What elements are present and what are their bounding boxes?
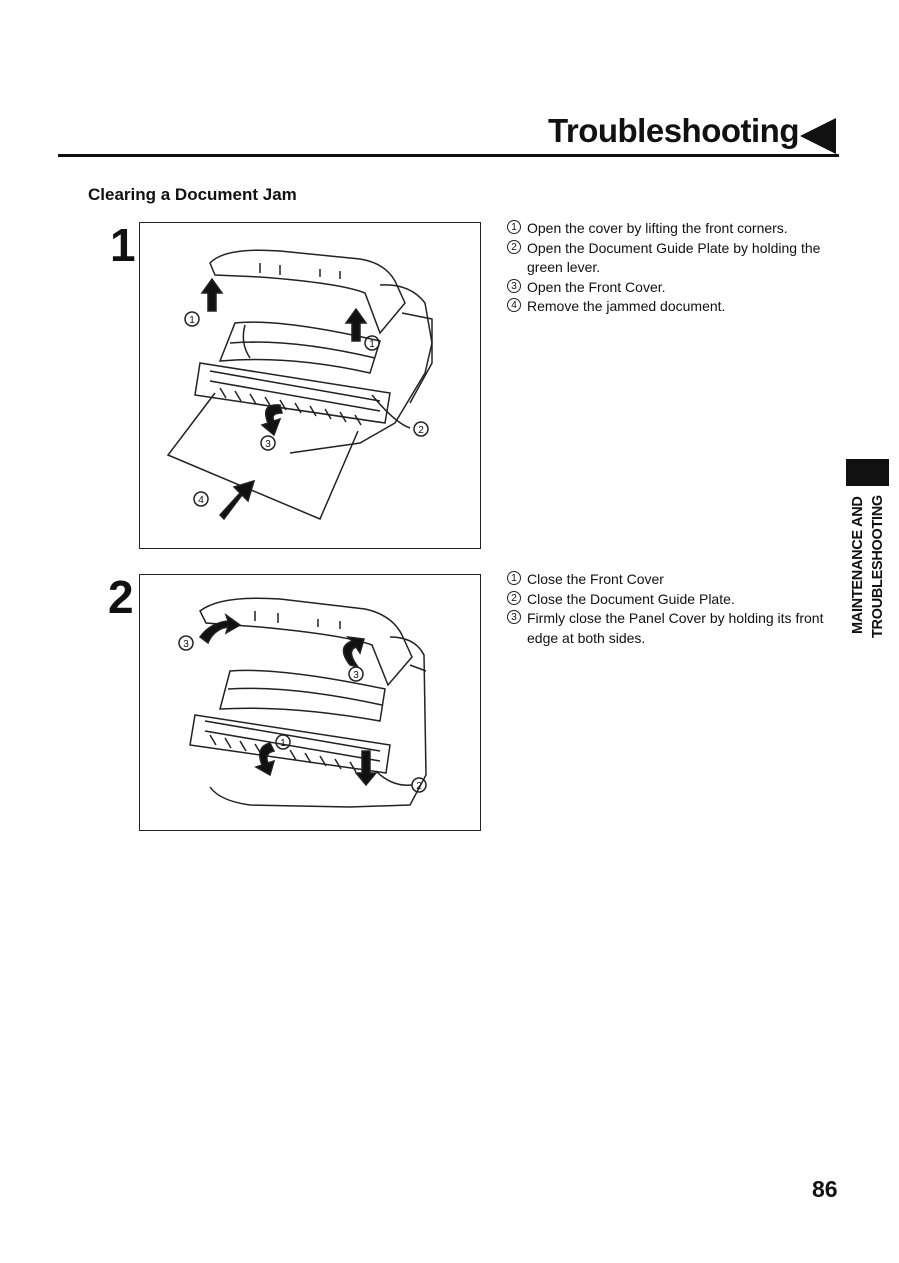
callout-3: 3 (183, 639, 189, 650)
section-heading: Clearing a Document Jam (88, 185, 297, 204)
callout-2: 2 (418, 425, 424, 436)
instruction-item: 3 Firmly close the Panel Cover by holding… (507, 609, 832, 648)
callout-1: 1 (189, 315, 195, 326)
callout-3: 3 (353, 670, 359, 681)
callout-1: 1 (369, 339, 375, 350)
step-1-instructions: 1 Open the cover by lifting the front cor… (507, 219, 832, 317)
instruction-text: Open the Document Guide Plate by holding… (527, 239, 821, 276)
section-tab-marker (846, 459, 889, 486)
instruction-text: Remove the jammed document. (527, 298, 726, 314)
circled-number: 1 (507, 571, 521, 585)
section-side-tab: MAINTENANCE AND TROUBLESHOOTING (842, 490, 894, 638)
callout-3: 3 (265, 439, 271, 450)
callout-4: 4 (198, 495, 204, 506)
page-number: 86 (812, 1176, 838, 1202)
circled-number: 2 (507, 239, 521, 254)
side-tab-line-1: MAINTENANCE AND (850, 496, 866, 634)
circled-number: 3 (507, 278, 521, 293)
instruction-item: 2 Open the Document Guide Plate by holdin… (507, 239, 832, 278)
instruction-text: Close the Document Guide Plate. (527, 590, 735, 607)
step-2-instructions: 1 Close the Front Cover 2 Close the Docume… (507, 570, 832, 648)
step-2-number: 2 (108, 571, 134, 623)
instruction-item: 4 Remove the jammed document. (507, 297, 832, 317)
callout-1: 1 (280, 738, 286, 749)
side-tab-line-2: TROUBLESHOOTING (870, 495, 886, 638)
circled-number: 3 (507, 610, 521, 624)
circled-number: 2 (507, 590, 521, 605)
instruction-item: 2 Close the Document Guide Plate. (507, 590, 832, 610)
instruction-item: 3 Open the Front Cover. (507, 278, 832, 298)
step-1-number: 1 (110, 219, 136, 271)
instruction-item: 1 Close the Front Cover (507, 570, 832, 590)
instruction-item: 1 Open the cover by lifting the front cor… (507, 219, 832, 239)
circled-number: 1 (507, 220, 521, 234)
instruction-text: Open the Front Cover. (527, 278, 666, 295)
header-title: Troubleshooting (548, 112, 799, 149)
circled-number: 4 (507, 298, 521, 312)
left-arrow-icon (800, 118, 836, 154)
step-2-illustration: 3 3 1 2 (139, 574, 481, 831)
instruction-text: Firmly close the Panel Cover by holding … (527, 610, 824, 646)
instruction-text: Close the Front Cover (527, 571, 664, 587)
header-divider (58, 154, 839, 157)
callout-2: 2 (416, 781, 422, 792)
instruction-text: Open the cover by lifting the front corn… (527, 220, 788, 236)
step-1-illustration: 1 1 2 3 4 (139, 222, 481, 549)
